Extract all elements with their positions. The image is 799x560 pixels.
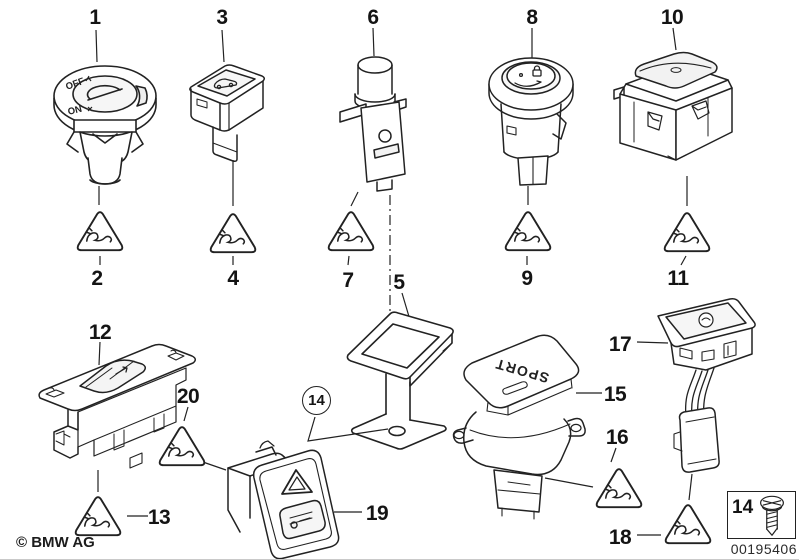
sport-button-drawing: SPORT — [452, 334, 586, 520]
part-8-round-lock-switch — [487, 46, 575, 190]
screw-icon — [760, 495, 785, 536]
callout-8[interactable]: 8 — [526, 6, 538, 29]
pushbutton-switch-drawing — [189, 64, 266, 162]
round-switch-drawing — [488, 57, 574, 186]
legend-callout-14[interactable]: 14 — [732, 497, 754, 518]
hazard-triangle-icon — [281, 469, 313, 495]
warning-triangle-icon-20 — [156, 423, 208, 475]
part-15-sport-button: SPORT — [450, 324, 595, 522]
part-3-pushbutton-switch — [183, 55, 269, 167]
rotary-on-text: ON — [67, 104, 84, 118]
callout-18[interactable]: 18 — [608, 526, 632, 549]
callout-20[interactable]: 20 — [176, 385, 200, 408]
callout-7[interactable]: 7 — [342, 269, 354, 292]
callout-9[interactable]: 9 — [521, 267, 533, 290]
car-icon — [213, 78, 238, 90]
part-10-rocker-switch — [612, 44, 742, 180]
part-6-plunger-switch — [336, 52, 418, 200]
wired-switch-drawing — [657, 298, 756, 473]
callout-12[interactable]: 12 — [88, 321, 112, 344]
callout-16[interactable]: 16 — [605, 426, 629, 449]
warning-triangle-icon-11 — [661, 209, 713, 261]
callout-3[interactable]: 3 — [216, 6, 228, 29]
part-5-mounting-bracket — [340, 298, 460, 464]
button-symbol-icon — [698, 312, 714, 328]
callout-15[interactable]: 15 — [603, 383, 627, 406]
copyright: © BMW AG — [16, 534, 95, 551]
callout-13[interactable]: 13 — [147, 506, 171, 529]
part-17-switch-with-connector — [650, 292, 764, 480]
warning-triangle-icon-2 — [74, 208, 126, 260]
warning-triangle-icon-9 — [502, 208, 554, 260]
warning-triangle-icon-4 — [207, 210, 259, 262]
warning-triangle-icon-16 — [593, 465, 645, 517]
callout-4[interactable]: 4 — [227, 267, 239, 290]
plunger-switch-drawing — [339, 56, 407, 192]
callout-6[interactable]: 6 — [367, 6, 379, 29]
callout-2[interactable]: 2 — [91, 267, 103, 290]
callout-19[interactable]: 19 — [365, 502, 389, 525]
part-1-rotary-switch: OFF ON — [50, 46, 162, 196]
switch-panel-drawing — [38, 343, 196, 469]
central-lock-icon — [290, 517, 311, 529]
callout-1[interactable]: 1 — [89, 6, 101, 29]
wire-harness — [684, 367, 715, 421]
part-12-switch-panel — [34, 330, 202, 498]
lock-icon — [167, 349, 185, 361]
callout-17[interactable]: 17 — [608, 333, 632, 356]
bracket-drawing — [346, 311, 454, 450]
legend-screw-box: 14 — [727, 491, 796, 539]
part-19-hazard-warning-switch — [220, 418, 344, 559]
image-number: 00195406 — [730, 541, 797, 557]
arrow-icon — [115, 366, 128, 375]
warning-triangle-icon-7 — [325, 208, 377, 260]
lock-icon — [45, 387, 65, 398]
callout-10[interactable]: 10 — [660, 6, 684, 29]
lock-icon — [514, 65, 542, 87]
hazard-switch-drawing — [227, 440, 340, 559]
callout-11[interactable]: 11 — [667, 267, 689, 290]
rotary-switch-drawing: OFF ON — [53, 65, 157, 185]
rocker-switch-drawing — [613, 51, 733, 161]
callout-5[interactable]: 5 — [393, 271, 405, 294]
callout-14-circled[interactable]: 14 — [302, 386, 331, 415]
